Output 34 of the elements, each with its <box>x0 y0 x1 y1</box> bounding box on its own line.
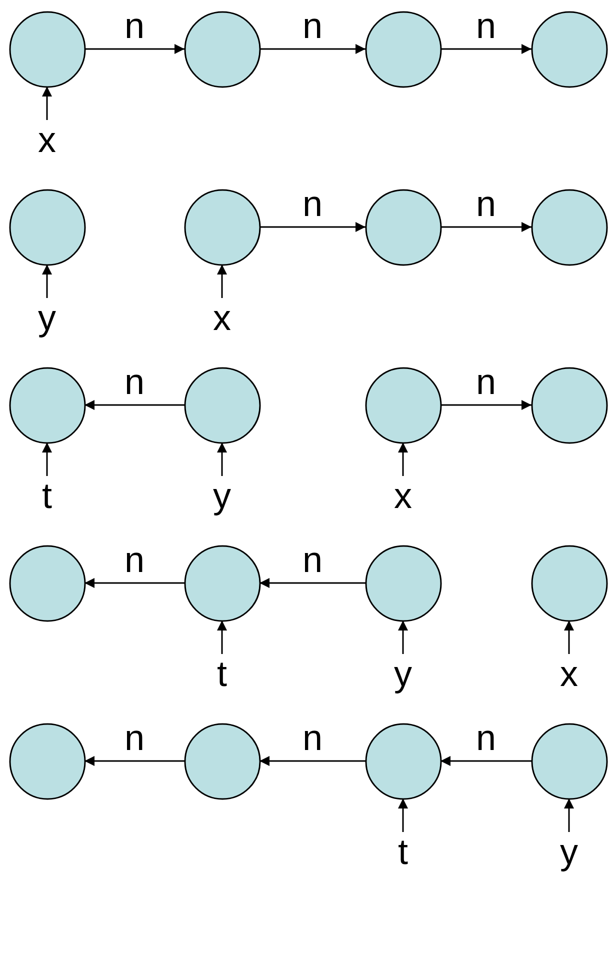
arrow <box>398 798 408 832</box>
pointer-name: x <box>560 656 578 692</box>
arrow <box>398 620 408 654</box>
arrow <box>217 442 227 476</box>
arrow <box>564 620 574 654</box>
pointer-name: x <box>38 122 56 158</box>
arrow <box>440 222 532 232</box>
arrow <box>260 222 366 232</box>
pointer-name: t <box>42 478 52 514</box>
pointer-name: y <box>394 656 412 692</box>
pointer-name: x <box>213 300 231 336</box>
arrow <box>42 442 52 476</box>
pointer-name: y <box>38 300 56 336</box>
arrow <box>440 44 532 54</box>
arrow <box>84 578 184 588</box>
arrow <box>440 400 532 410</box>
pointer-name: x <box>394 478 412 514</box>
pointer-name: y <box>560 834 578 870</box>
arrow <box>84 44 184 54</box>
arrow <box>217 620 227 654</box>
pointer-name: t <box>216 656 227 692</box>
arrow <box>260 44 366 54</box>
arrow <box>260 756 366 766</box>
arrow <box>564 798 574 832</box>
arrow <box>42 86 52 120</box>
arrow <box>217 264 227 298</box>
pointer-name: t <box>398 834 408 870</box>
arrow <box>42 264 52 298</box>
pointer-name: y <box>213 478 231 514</box>
arrow <box>84 400 184 410</box>
arrow <box>84 756 184 766</box>
arrow <box>440 756 532 766</box>
arrow <box>398 442 408 476</box>
arrow <box>260 578 366 588</box>
